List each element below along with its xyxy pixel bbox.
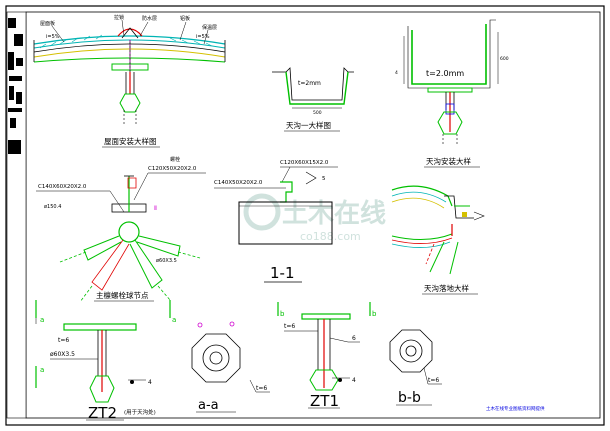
aa-t: t=6 (256, 385, 267, 392)
binding-strip (6, 11, 27, 419)
section-weld: 5 (322, 176, 326, 182)
zt2-label: ZT2 (88, 404, 117, 422)
node-spec-2: C140X60X20X2.0 (38, 184, 87, 190)
watermark-site: co188.com (300, 230, 361, 243)
node-weld-mark: Ⅱ (154, 205, 157, 212)
gutter-large-thickness: t=2mm (298, 80, 321, 87)
footer-note: 土木在线专业图纸资料网提供 (486, 405, 545, 412)
zt1-weld-4: 4 (352, 377, 356, 384)
node-label-ball: ø150.4 (44, 204, 61, 210)
node-spec-1: C120X50X20X2.0 (148, 166, 197, 172)
section-label: 1-1 (270, 264, 295, 282)
bb-label: b-b (398, 390, 421, 406)
gutter-drain-title: 天沟落地大样 (424, 283, 469, 293)
roof-label-4: 铝板 (180, 15, 190, 22)
zt1-label: ZT1 (310, 392, 339, 410)
gutter-large-detail: 500 t=2mm 天沟一大样图 (272, 67, 354, 132)
roof-slope-left: i=5% (46, 34, 60, 40)
zt2-note: (用于天沟处) (124, 408, 156, 416)
zt1-weld-6: 6 (352, 335, 356, 342)
zt1-cut-b-left: b (280, 310, 285, 318)
zt2-cut-a-bottom: a (40, 366, 44, 374)
gutter-install-detail: t=2.0mm 4 600 天沟安装大样 (395, 19, 509, 168)
zt2-weld: 4 (148, 379, 152, 386)
zt1-cut-b-right: b (372, 310, 377, 318)
zt2-pipe: ø60X3.5 (50, 351, 75, 358)
node-detail-title: 主檩螺栓球节点 (96, 290, 149, 300)
gutter-large-width: 500 (313, 110, 322, 116)
bb-section: t=6 b-b (389, 329, 442, 406)
zt1-detail: b b t=6 6 4 ZT1 (277, 302, 377, 410)
gutter-install-dim-b: 600 (500, 56, 509, 62)
section-spec-1: C120X60X15X2.0 (280, 160, 329, 166)
zt1-t: t=6 (284, 323, 295, 330)
section-spec-2: C140X50X20X2.0 (214, 180, 263, 186)
gutter-install-thickness: t=2.0mm (426, 69, 464, 78)
sheet-border (5, 5, 605, 426)
gutter-large-title: 天沟一大样图 (286, 120, 331, 130)
watermark-brand: 土木在线 (282, 199, 386, 229)
roof-detail-title: 屋面安装大样图 (104, 136, 157, 146)
node-label-bolt: 螺栓 (170, 156, 180, 163)
gutter-drain-detail: 天沟落地大样 (391, 185, 485, 295)
roof-slope-right: i=5% (196, 34, 210, 40)
section-1-1: C120X60X15X2.0 C140X50X20X2.0 5 1-1 (214, 160, 338, 283)
zt2-cut-a-top: a (40, 316, 44, 324)
gutter-install-dim-a: 4 (395, 70, 398, 76)
aa-section: t=6 a-a (191, 321, 270, 413)
bb-t: t=6 (428, 377, 439, 384)
node-pipe: ø60X3.5 (156, 258, 177, 264)
zt2-detail: a a a t=6 ø60X3.5 4 ZT2 (用于天沟处) (35, 300, 176, 422)
roof-label-1: 屋面板 (40, 20, 55, 27)
aa-label: a-a (198, 398, 219, 413)
node-detail: C120X50X20X2.0 C140X60X20X2.0 ø150.4 螺栓 … (36, 156, 206, 303)
roof-label-2: 拉锁 (114, 14, 124, 21)
watermark: 土木在线 co188.com (243, 193, 386, 243)
roof-label-3: 防水层 (142, 15, 157, 22)
roof-label-5: 保温层 (202, 24, 217, 31)
zt2-cut-a-right: a (172, 316, 176, 324)
zt2-t: t=6 (58, 337, 69, 344)
roof-install-detail: 屋面板 拉锁 防水层 铝板 保温层 i=5% i=5% 屋面安装大样图 (33, 14, 226, 148)
gutter-install-title: 天沟安装大样 (426, 156, 471, 166)
